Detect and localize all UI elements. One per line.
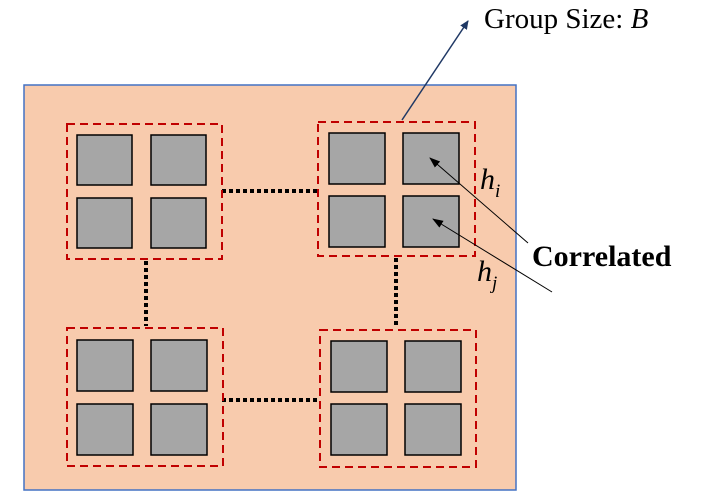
correlated-label: Correlated [532, 240, 672, 273]
hi-arrow [429, 157, 529, 244]
group-border [317, 121, 476, 257]
group-size-arrow [401, 20, 469, 121]
cell [328, 195, 386, 248]
cell [404, 340, 462, 393]
hj-subscript: j [492, 273, 498, 294]
group-border [319, 329, 477, 468]
group-top-left [66, 123, 223, 260]
group-size-label: Group Size: B [484, 3, 648, 36]
group-bottom-left [66, 327, 224, 467]
cell [402, 195, 460, 248]
cell [330, 403, 388, 456]
hj-arrow [432, 218, 553, 293]
cell [330, 340, 388, 393]
cell [328, 132, 386, 185]
group-size-prefix: Group Size: [484, 3, 631, 35]
group-size-variable: B [630, 3, 649, 35]
cell [76, 197, 133, 249]
cell [76, 134, 133, 186]
cell [76, 339, 134, 392]
hj-base: h [477, 255, 492, 288]
cell [150, 339, 208, 392]
hi-label: hi [480, 163, 500, 202]
cell [76, 403, 134, 456]
cell [150, 197, 207, 249]
group-border [66, 327, 224, 467]
cell [404, 403, 462, 456]
group-border [66, 123, 223, 260]
group-bottom-right [319, 329, 477, 468]
hj-label: hj [477, 255, 497, 294]
hi-subscript: i [495, 181, 501, 202]
cell [150, 403, 208, 456]
hi-base: h [480, 163, 495, 196]
cell [150, 134, 207, 186]
